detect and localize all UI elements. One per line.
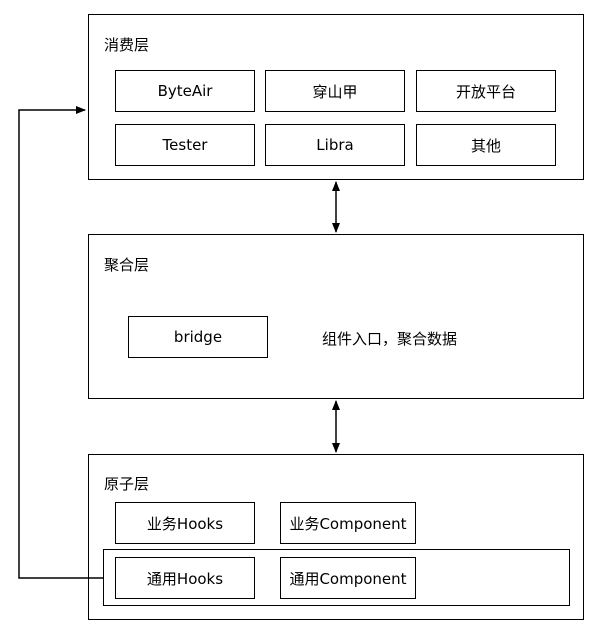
- consumer-item-tester: Tester: [115, 124, 255, 166]
- bridge-box: bridge: [128, 316, 268, 358]
- arrow-common-to-consumer: [18, 106, 103, 579]
- aggregation-note: 组件入口，聚合数据: [322, 330, 458, 348]
- consumer-item-open-platform: 开放平台: [416, 70, 556, 112]
- consumer-item-other: 其他: [416, 124, 556, 166]
- consumer-item-chuanshanjia: 穿山甲: [265, 70, 405, 112]
- atomic-layer-title: 原子层: [104, 475, 150, 493]
- aggregation-layer: 聚合层: [88, 234, 584, 399]
- common-component-box: 通用Component: [280, 557, 416, 599]
- common-hooks-box: 通用Hooks: [115, 557, 255, 599]
- business-component-box: 业务Component: [280, 502, 416, 544]
- aggregation-layer-title: 聚合层: [104, 256, 150, 274]
- business-hooks-box: 业务Hooks: [115, 502, 255, 544]
- consumer-layer-title: 消费层: [104, 36, 150, 54]
- consumer-item-libra: Libra: [265, 124, 405, 166]
- consumer-item-byteair: ByteAir: [115, 70, 255, 112]
